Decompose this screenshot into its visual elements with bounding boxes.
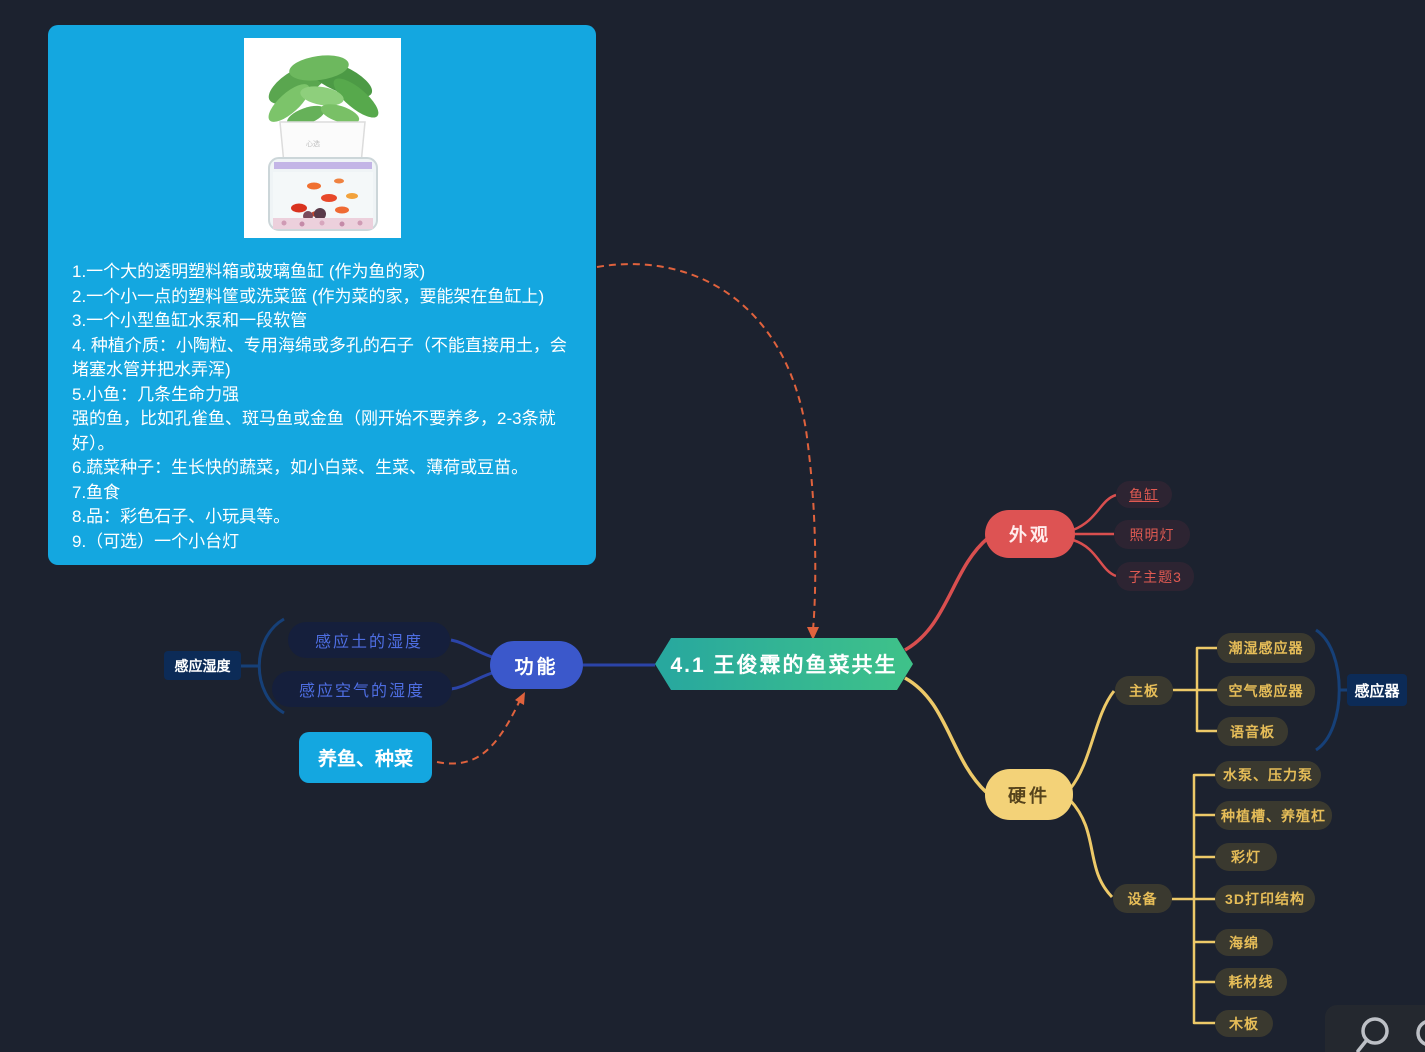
topic-fish-tank[interactable]: 鱼缸 [1116, 481, 1172, 508]
topic-moisture-sensor[interactable]: 潮湿感应器 [1217, 633, 1315, 663]
floating-topic-fish-veg[interactable]: 养鱼、种菜 [299, 732, 432, 783]
topic-3d-print-structure[interactable]: 3D打印结构 [1215, 885, 1315, 913]
topic-subtopic3[interactable]: 子主题3 [1116, 562, 1194, 591]
elbow-device-children [1170, 773, 1217, 1025]
summary-sensors[interactable]: 感应器 [1347, 674, 1407, 706]
summary-humidity[interactable]: 感应湿度 [164, 651, 241, 680]
aquaponics-tank-photo: 心选 [244, 38, 401, 238]
elbow-mainboard-children [1171, 646, 1219, 733]
topic-air-sensor[interactable]: 空气感应器 [1217, 676, 1315, 706]
relation-note-to-central [596, 263, 817, 631]
topic-device[interactable]: 设备 [1113, 884, 1172, 913]
branch-hardware-to-mainboard [1068, 690, 1116, 790]
note-text: 1.一个大的透明塑料箱或玻璃鱼缸 (作为鱼的家) 2.一个小一点的塑料筐或洗菜篮… [72, 262, 567, 551]
topic-sponge[interactable]: 海绵 [1215, 929, 1273, 956]
branch-hardware-to-device [1068, 798, 1114, 899]
topic-sense-soil-humidity[interactable]: 感应土的湿度 [288, 622, 450, 658]
fish [291, 178, 358, 217]
svg-text:心选: 心选 [306, 139, 320, 148]
branch-func-to-air [450, 671, 493, 691]
fish-tank [268, 157, 378, 231]
topic-sense-air-humidity[interactable]: 感应空气的湿度 [272, 671, 452, 707]
zoom-search-icon[interactable] [1356, 1017, 1389, 1052]
topic-wood-board[interactable]: 木板 [1215, 1010, 1273, 1037]
summary-brace-right [1315, 628, 1341, 752]
relation-arrowhead [515, 692, 525, 705]
topic-lighting[interactable]: 照明灯 [1114, 520, 1190, 549]
plant-leaves [268, 55, 379, 127]
topic-mainboard[interactable]: 主板 [1115, 676, 1173, 705]
relation-floating-to-func [436, 697, 522, 765]
topic-func[interactable]: 功能 [490, 641, 583, 689]
topic-planting-trough[interactable]: 种植槽、养殖杠 [1215, 801, 1332, 830]
partial-circle-icon[interactable] [1416, 1020, 1425, 1046]
branch-central-to-appearance [904, 536, 990, 652]
topic-filament[interactable]: 耗材线 [1215, 968, 1287, 996]
branch-central-to-hardware [904, 676, 988, 794]
branch-appearance-to-zizhuti3 [1072, 538, 1117, 578]
note-image-frame: 心选 [244, 38, 401, 238]
topic-color-light[interactable]: 彩灯 [1215, 843, 1277, 871]
topic-water-pump[interactable]: 水泵、压力泵 [1215, 761, 1321, 789]
topic-hardware[interactable]: 硬件 [985, 769, 1073, 820]
central-topic[interactable]: 4.1 王俊霖的鱼菜共生 [655, 638, 913, 690]
note-card[interactable]: 心选 [48, 25, 596, 565]
branch-appearance-to-yugang [1072, 493, 1117, 532]
topic-voice-board[interactable]: 语音板 [1217, 717, 1288, 746]
topic-appearance[interactable]: 外观 [985, 510, 1075, 558]
branch-func-to-soil [450, 638, 493, 659]
zoom-control-panel [1325, 1005, 1425, 1052]
